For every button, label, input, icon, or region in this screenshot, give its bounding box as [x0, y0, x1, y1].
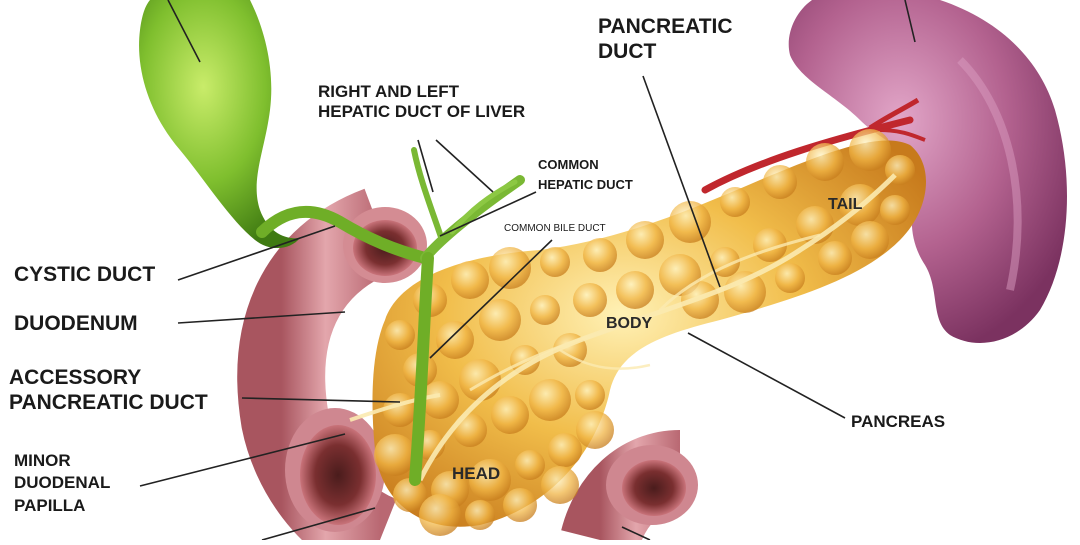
label-right-left-hepatic-duct: RIGHT AND LEFT HEPATIC DUCT OF LIVER — [318, 82, 525, 122]
pancreas-lobule — [419, 494, 461, 536]
pancreas-lobule — [775, 263, 805, 293]
pancreas-lobule — [489, 247, 531, 289]
pancreas-lobule — [626, 221, 664, 259]
leader-gallbladder — [167, 0, 201, 63]
pancreas-lobule — [421, 381, 459, 419]
pancreas-lobule — [849, 129, 891, 171]
leader-spleen — [904, 0, 916, 43]
pancreas-lobule — [383, 393, 417, 427]
gallbladder-shape — [139, 0, 300, 249]
leader-hepatic-left — [417, 139, 434, 193]
common-hepatic-duct — [420, 175, 525, 263]
label-right-left-hepatic-line-2: HEPATIC DUCT OF LIVER — [318, 102, 526, 122]
label-common-bile-duct: COMMON BILE DUCT — [504, 223, 606, 234]
label-minor-papilla-line-2: DUODENAL — [14, 473, 111, 493]
leader-pancreatic-duct — [642, 75, 721, 288]
pancreas-lobule — [541, 466, 579, 504]
splenic-artery — [701, 116, 914, 194]
label-right-left-hepatic-line-1: RIGHT AND LEFT — [318, 82, 460, 101]
pancreas-lobule — [880, 195, 910, 225]
pancreas-lobule — [469, 459, 511, 501]
pancreas-lobule — [576, 411, 614, 449]
pancreas-lobule — [465, 500, 495, 530]
label-cystic-duct: CYSTIC DUCT — [14, 263, 156, 286]
pancreas-lobule — [453, 413, 487, 447]
spleen-shape — [788, 0, 1067, 343]
pancreas-lobule — [763, 165, 797, 199]
pancreas-lobule — [806, 143, 844, 181]
label-minor-duodenal-papilla: MINOR DUODENAL PAPILLA — [14, 450, 110, 517]
label-accessory-line-1: ACCESSORY — [9, 366, 142, 389]
pancreas-lobule — [529, 379, 571, 421]
leader-hepatic-right — [435, 139, 494, 193]
label-head: HEAD — [452, 464, 501, 483]
pancreas-lobule — [459, 359, 501, 401]
pancreas-lobule — [374, 434, 416, 476]
label-pancreatic-duct-line-2: DUCT — [598, 39, 657, 63]
pancreas-lobule — [479, 299, 521, 341]
pancreas-lobule — [583, 238, 617, 272]
label-accessory-line-2: PANCREATIC DUCT — [9, 390, 208, 414]
main-pancreatic-duct — [417, 173, 897, 482]
pancreas-lobule — [385, 320, 415, 350]
leader-common-hepatic — [439, 191, 537, 237]
label-body: BODY — [606, 315, 653, 332]
common-bile-duct — [409, 252, 434, 486]
leader-lower-right — [621, 526, 651, 541]
leader-major-papilla — [261, 507, 376, 541]
pancreas-lobule — [851, 221, 889, 259]
pancreas-lobule — [573, 283, 607, 317]
leader-accessory-duct — [241, 397, 401, 403]
pancreas-lobule — [616, 271, 654, 309]
leader-lines — [139, 0, 916, 541]
pancreas-lobule — [669, 201, 711, 243]
pancreas-lobule — [720, 187, 750, 217]
pancreas-lobule — [393, 478, 427, 512]
label-duodenum: DUODENUM — [14, 312, 138, 335]
leader-common-bile — [429, 239, 553, 359]
label-common-hepatic-line-2: HEPATIC DUCT — [538, 176, 633, 192]
leader-minor-papilla — [139, 433, 346, 487]
pancreas-lobule — [491, 396, 529, 434]
pancreas-lobule — [818, 241, 852, 275]
leader-pancreas — [687, 332, 846, 419]
label-minor-papilla-line-1: MINOR — [14, 451, 71, 470]
cystic-duct — [256, 205, 431, 264]
pancreas-lobule — [451, 261, 489, 299]
pancreas-lobule — [530, 295, 560, 325]
leader-cystic-duct — [177, 225, 336, 281]
label-pancreas: PANCREAS — [851, 412, 946, 431]
label-tail: TAIL — [828, 196, 863, 213]
pancreas-lobule — [436, 321, 474, 359]
label-minor-papilla-line-3: PAPILLA — [14, 495, 86, 515]
pancreas-lobule — [515, 450, 545, 480]
label-pancreatic-duct-line-1: PANCREATIC — [598, 15, 733, 38]
pancreas-lobule — [575, 380, 605, 410]
pancreas-lobule — [503, 488, 537, 522]
pancreas-lobule — [540, 247, 570, 277]
label-common-hepatic-line-1: COMMON — [538, 157, 599, 172]
label-common-hepatic-duct: COMMON HEPATIC DUCT — [538, 155, 633, 194]
leader-duodenum — [177, 311, 346, 324]
label-pancreatic-duct: PANCREATIC DUCT — [598, 15, 733, 65]
pancreas-lobule — [548, 433, 582, 467]
pancreas-lobule — [724, 271, 766, 313]
label-accessory-pancreatic-duct: ACCESSORY PANCREATIC DUCT — [9, 366, 208, 416]
